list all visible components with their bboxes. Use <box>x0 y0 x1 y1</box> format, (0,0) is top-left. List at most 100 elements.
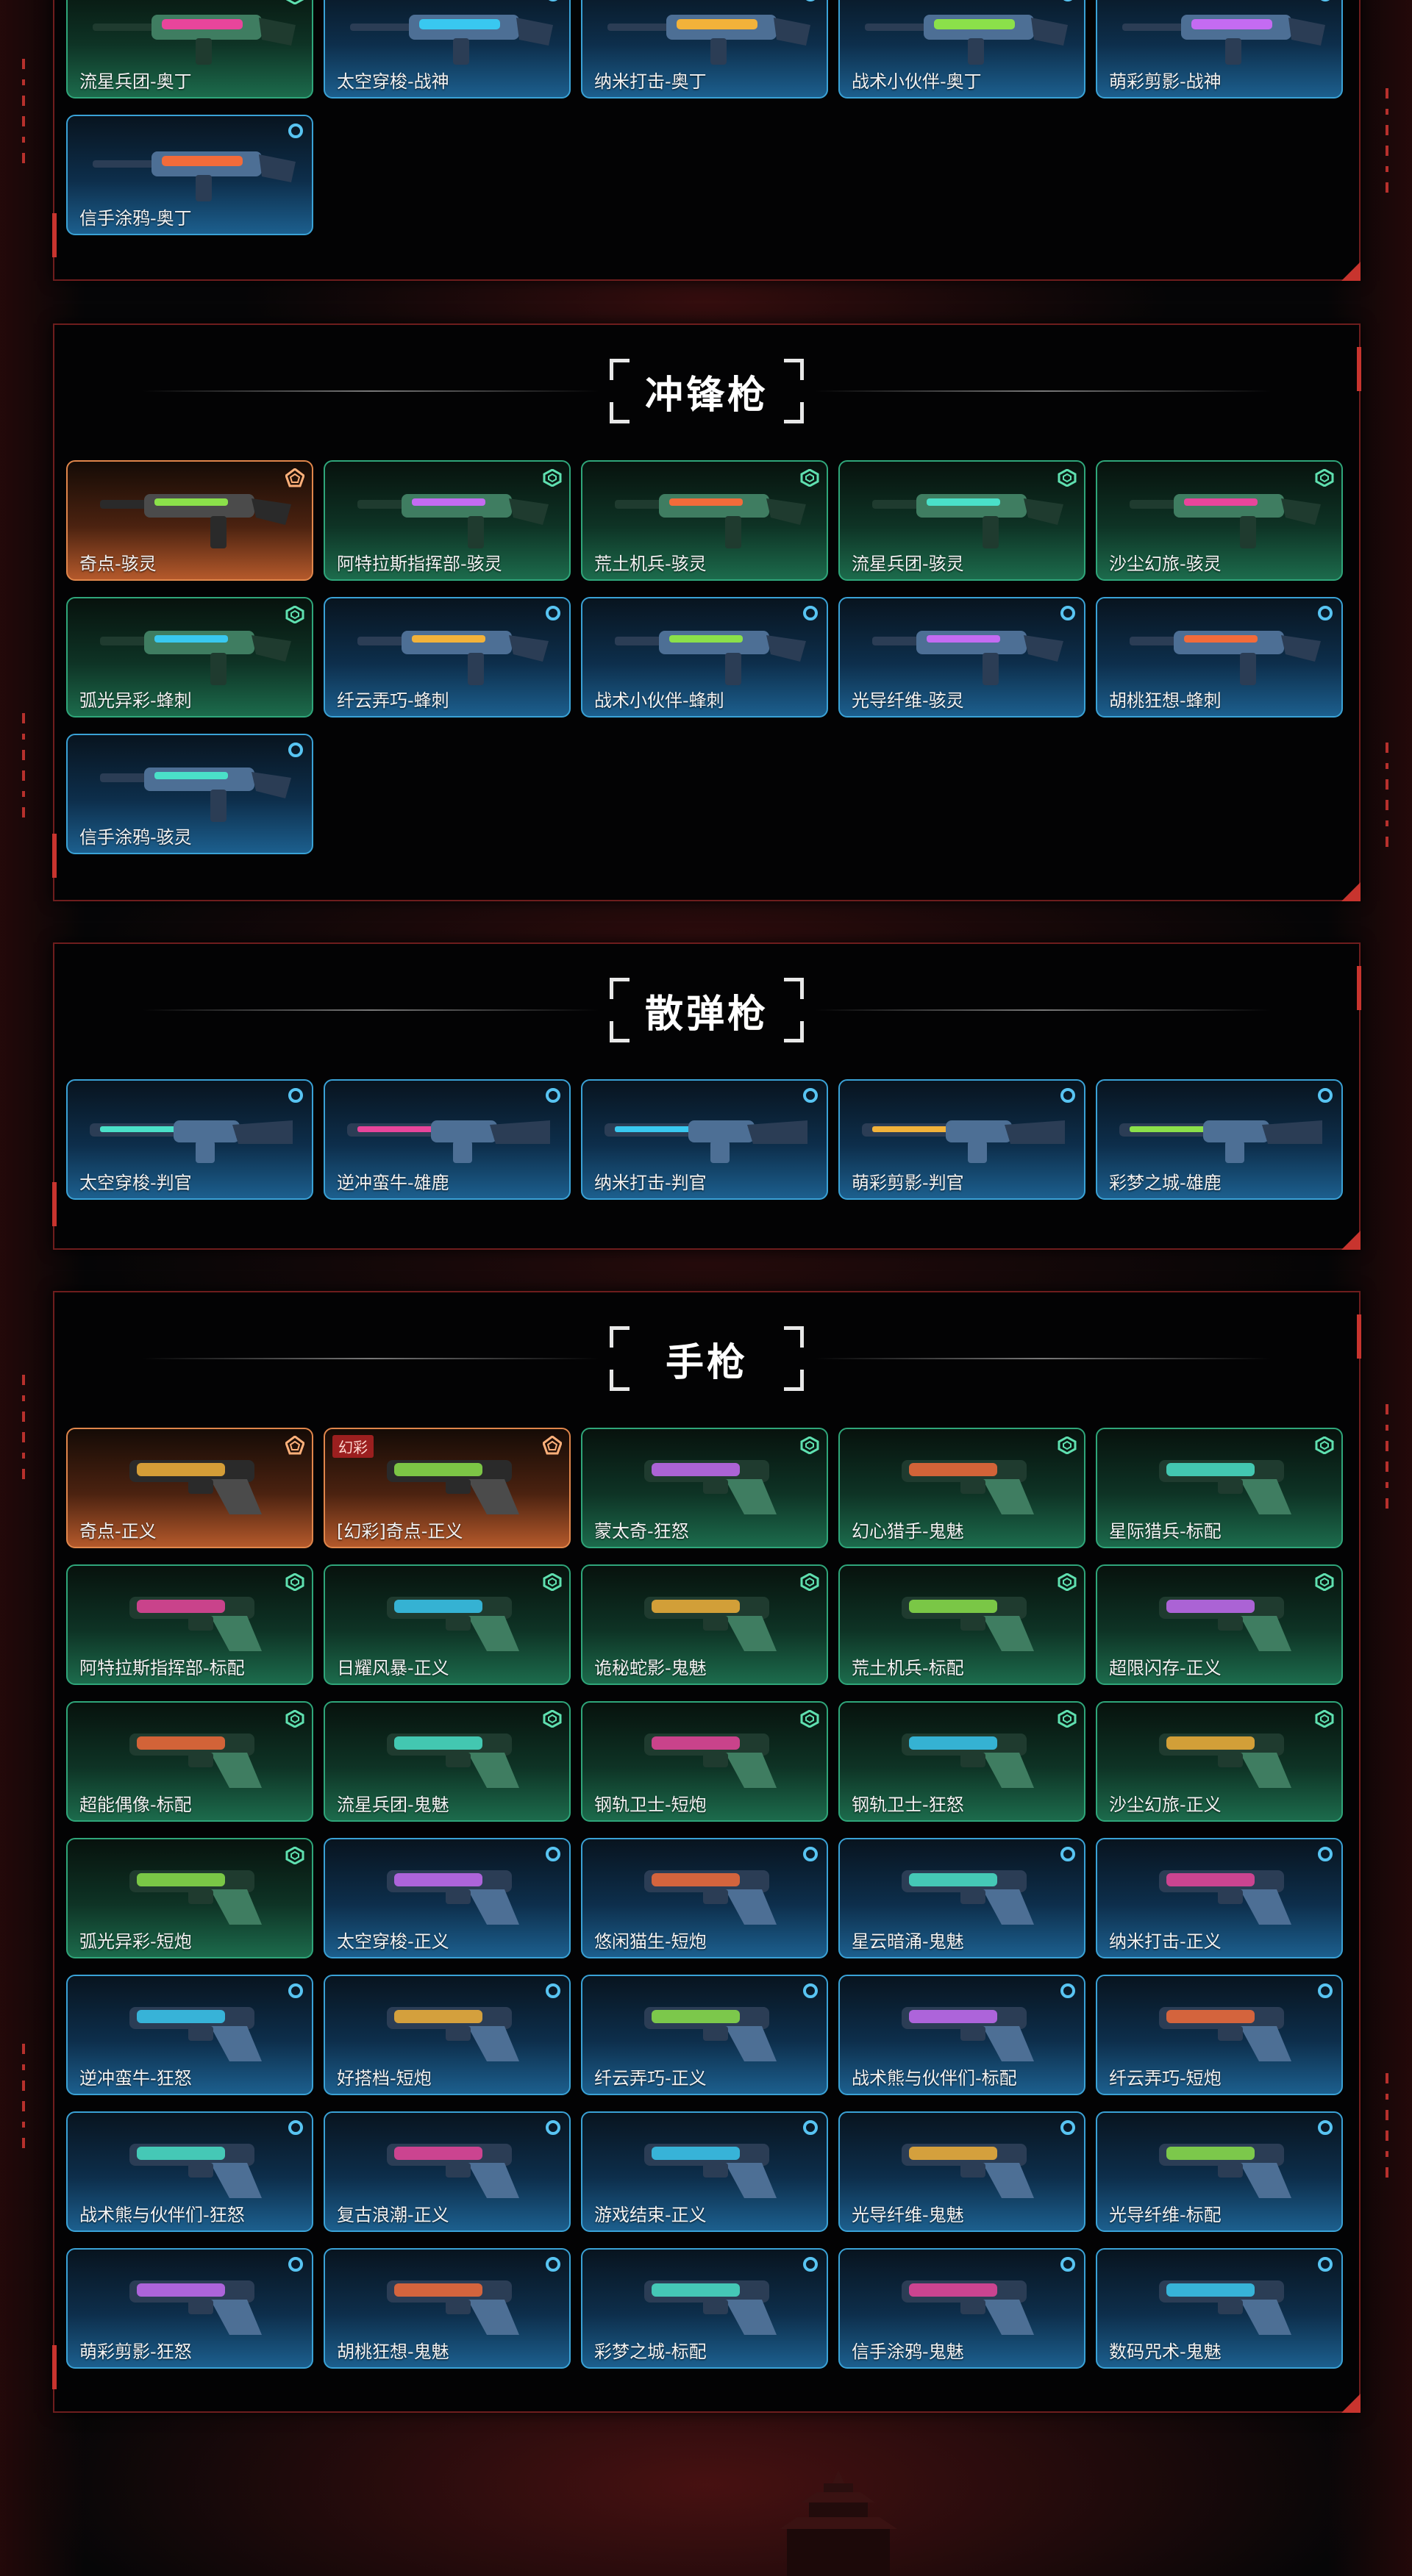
weapon-skin-card[interactable]: 数码咒术-鬼魅 <box>1096 2248 1343 2369</box>
weapon-skin-card[interactable]: 信手涂鸦-骇灵 <box>66 734 313 854</box>
rarity-ring-icon <box>1318 2120 1333 2135</box>
smg-image <box>872 631 1063 685</box>
weapon-skin-card[interactable]: 幻心猎手-鬼魅 <box>838 1428 1085 1548</box>
pistol-image <box>129 2007 262 2061</box>
weapon-skin-card[interactable]: 光导纤维-骇灵 <box>838 597 1085 718</box>
weapon-skin-name: 弧光异彩-短炮 <box>79 1931 192 1952</box>
rarity-ring-icon <box>1060 606 1075 620</box>
rarity-ring-icon <box>1060 1088 1075 1103</box>
shotgun-image <box>862 1120 1065 1163</box>
weapon-skin-card[interactable]: 胡桃狂想-鬼魅 <box>324 2248 571 2369</box>
weapon-skin-card[interactable]: 信手涂鸦-鬼魅 <box>838 2248 1085 2369</box>
weapon-skin-card[interactable]: 流星兵团-骇灵 <box>838 460 1085 581</box>
weapon-skin-card[interactable]: 奇点-正义 <box>66 1428 313 1548</box>
weapon-grid: 太空穿梭-判官 逆冲蛮牛-雄鹿 纳米打击-判官 萌彩剪影-判官 彩梦之城-雄鹿 <box>66 944 1347 1238</box>
pistol-image <box>1159 1460 1291 1514</box>
weapon-skin-card[interactable]: 彩梦之城-雄鹿 <box>1096 1079 1343 1200</box>
weapon-skin-card[interactable]: 好搭档-短炮 <box>324 1975 571 2095</box>
weapon-skin-card[interactable]: 战术熊与伙伴们-狂怒 <box>66 2111 313 2232</box>
weapon-skin-card[interactable]: 钢轨卫士-狂怒 <box>838 1701 1085 1822</box>
weapon-skin-card[interactable]: 太空穿梭-判官 <box>66 1079 313 1200</box>
weapon-skin-card[interactable]: 彩梦之城-标配 <box>581 2248 828 2369</box>
smg-image <box>100 768 291 822</box>
panel-shotgun: 散弹枪 太空穿梭-判官 逆冲蛮牛-雄鹿 纳米打击-判官 萌彩剪影- <box>52 942 1361 1250</box>
rarity-ring-icon <box>803 1847 818 1861</box>
panel-edge-accent <box>52 213 57 257</box>
rarity-ring-icon <box>1318 1847 1333 1861</box>
weapon-skin-name: 流星兵团-骇灵 <box>852 554 964 574</box>
weapon-skin-card[interactable]: 超能偶像-标配 <box>66 1701 313 1822</box>
weapon-skin-card[interactable]: 纳米打击-判官 <box>581 1079 828 1200</box>
weapon-skin-card[interactable]: 诡秘蛇影-鬼魅 <box>581 1564 828 1685</box>
rarity-hexagon-icon <box>800 469 819 487</box>
pistol-image <box>387 2280 519 2335</box>
weapon-skin-name: 战术熊与伙伴们-狂怒 <box>79 2205 245 2225</box>
weapon-skin-card[interactable]: 战术小伙伴-奥丁 <box>838 0 1085 99</box>
weapon-skin-card[interactable]: 纳米打击-奥丁 <box>581 0 828 99</box>
rarity-hexagon-icon <box>1315 1710 1334 1728</box>
weapon-skin-card[interactable]: 游戏结束-正义 <box>581 2111 828 2232</box>
rarity-ring-icon <box>288 1983 303 1998</box>
weapon-skin-card[interactable]: 逆冲蛮牛-雄鹿 <box>324 1079 571 1200</box>
weapon-skin-card[interactable]: 沙尘幻旅-正义 <box>1096 1701 1343 1822</box>
pistol-image <box>644 1734 777 1788</box>
weapon-skin-card[interactable]: 太空穿梭-战神 <box>324 0 571 99</box>
weapon-skin-card[interactable]: 悠闲猫生-短炮 <box>581 1838 828 1958</box>
temple-silhouette-icon <box>780 2470 897 2576</box>
weapon-skin-name: 太空穿梭-判官 <box>79 1173 192 1193</box>
weapon-skin-card[interactable]: 日耀风暴-正义 <box>324 1564 571 1685</box>
weapon-skin-name: 游戏结束-正义 <box>594 2205 707 2225</box>
weapon-skin-card[interactable]: 蒙太奇-狂怒 <box>581 1428 828 1548</box>
weapon-skin-card[interactable]: 沙尘幻旅-骇灵 <box>1096 460 1343 581</box>
weapon-skin-card[interactable]: 信手涂鸦-奥丁 <box>66 115 313 235</box>
smg-image <box>615 631 806 685</box>
side-decoration-right <box>1386 2073 1391 2188</box>
weapon-skin-card[interactable]: 荒土机兵-骇灵 <box>581 460 828 581</box>
weapon-skin-card[interactable]: 阿特拉斯指挥部-骇灵 <box>324 460 571 581</box>
weapon-skin-card[interactable]: 萌彩剪影-判官 <box>838 1079 1085 1200</box>
weapon-skin-card[interactable]: 纤云弄巧-蜂刺 <box>324 597 571 718</box>
weapon-skin-name: 逆冲蛮牛-狂怒 <box>79 2068 192 2089</box>
weapon-grid: 流星兵团-奥丁 太空穿梭-战神 纳米打击-奥丁 战术小伙伴-奥丁 萌彩剪影-战神 <box>66 0 1347 266</box>
panel-corner-accent <box>1341 1231 1361 1250</box>
rarity-hexagon-icon <box>800 1573 819 1591</box>
weapon-skin-card[interactable]: 纳米打击-正义 <box>1096 1838 1343 1958</box>
weapon-skin-card[interactable]: 太空穿梭-正义 <box>324 1838 571 1958</box>
weapon-skin-card[interactable]: 光导纤维-标配 <box>1096 2111 1343 2232</box>
rarity-ring-icon <box>803 2120 818 2135</box>
weapon-skin-card[interactable]: 钢轨卫士-短炮 <box>581 1701 828 1822</box>
weapon-skin-card[interactable]: 流星兵团-鬼魅 <box>324 1701 571 1822</box>
weapon-skin-card[interactable]: 纤云弄巧-正义 <box>581 1975 828 2095</box>
weapon-skin-name: 好搭档-短炮 <box>337 2068 432 2089</box>
rarity-ring-icon <box>546 606 560 620</box>
weapon-skin-card[interactable]: 萌彩剪影-狂怒 <box>66 2248 313 2369</box>
weapon-skin-card[interactable]: 星云暗涌-鬼魅 <box>838 1838 1085 1958</box>
rarity-ring-icon <box>803 606 818 620</box>
weapon-skin-card[interactable]: 弧光异彩-短炮 <box>66 1838 313 1958</box>
weapon-skin-card[interactable]: 超限闪存-正义 <box>1096 1564 1343 1685</box>
weapon-skin-card[interactable]: 流星兵团-奥丁 <box>66 0 313 99</box>
weapon-skin-card[interactable]: 奇点-骇灵 <box>66 460 313 581</box>
pistol-image <box>902 1870 1034 1925</box>
weapon-skin-card[interactable]: 荒土机兵-标配 <box>838 1564 1085 1685</box>
panel-edge-accent <box>52 834 57 878</box>
weapon-skin-card[interactable]: 光导纤维-鬼魅 <box>838 2111 1085 2232</box>
section-title: 手枪 <box>665 1339 748 1385</box>
weapon-skin-card[interactable]: 弧光异彩-蜂刺 <box>66 597 313 718</box>
weapon-skin-card[interactable]: 星际猎兵-标配 <box>1096 1428 1343 1548</box>
weapon-skin-card[interactable]: 阿特拉斯指挥部-标配 <box>66 1564 313 1685</box>
rarity-hexagon-icon <box>285 1710 304 1728</box>
weapon-skin-card[interactable]: 萌彩剪影-战神 <box>1096 0 1343 99</box>
weapon-skin-card[interactable]: 逆冲蛮牛-狂怒 <box>66 1975 313 2095</box>
weapon-skin-card[interactable]: 幻彩[幻彩]奇点-正义 <box>324 1428 571 1548</box>
weapon-skin-card[interactable]: 战术熊与伙伴们-标配 <box>838 1975 1085 2095</box>
pistol-image <box>387 1460 519 1514</box>
weapon-skin-card[interactable]: 复古浪潮-正义 <box>324 2111 571 2232</box>
weapon-skin-name: 超限闪存-正义 <box>1109 1658 1222 1678</box>
weapon-skin-name: 蒙太奇-狂怒 <box>594 1521 689 1542</box>
weapon-skin-card[interactable]: 胡桃狂想-蜂刺 <box>1096 597 1343 718</box>
panel-rifles-continued: 流星兵团-奥丁 太空穿梭-战神 纳米打击-奥丁 战术小伙伴-奥丁 萌彩剪影-战神 <box>52 0 1361 281</box>
weapon-skin-card[interactable]: 纤云弄巧-短炮 <box>1096 1975 1343 2095</box>
weapon-skin-card[interactable]: 战术小伙伴-蜂刺 <box>581 597 828 718</box>
rifle-image <box>607 15 810 65</box>
